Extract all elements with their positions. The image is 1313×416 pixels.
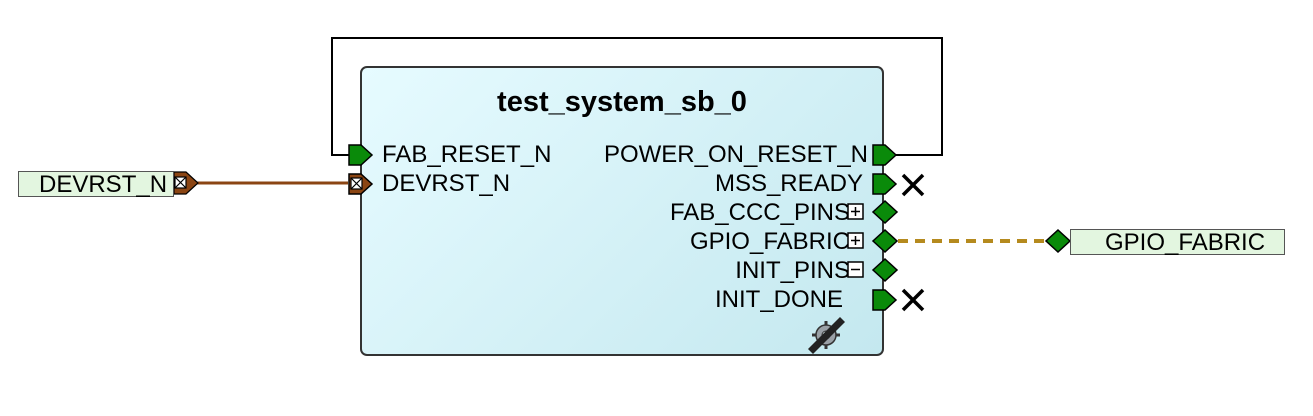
ext-port-gpio-fabric-label: GPIO_FABRIC (1105, 229, 1266, 256)
scalar-x-icon (350, 177, 363, 190)
ext-port-gpio-fabric-pin[interactable] (1044, 228, 1072, 254)
bus-expand-icon[interactable] (847, 203, 864, 220)
port-label-mss-ready: MSS_READY (714, 170, 863, 197)
unconnected-x-icon (901, 173, 925, 197)
ext-port-devrst-n-label: DEVRST_N (39, 171, 168, 198)
port-label-fab-reset-n: FAB_RESET_N (382, 141, 552, 168)
block-title: test_system_sb_0 (497, 86, 747, 118)
scalar-x-icon (174, 176, 187, 189)
unconnected-x-icon (901, 288, 925, 312)
loopback-wire[interactable] (331, 37, 943, 156)
port-label-power-on-reset-n: POWER_ON_RESET_N (603, 141, 868, 168)
bus-expand-icon[interactable] (847, 232, 864, 249)
port-label-gpio-fabric: GPIO_FABRIC (689, 228, 850, 255)
bus-collapse-icon[interactable] (847, 261, 864, 278)
port-label-init-done: INIT_DONE (714, 286, 843, 313)
wrench-gear-icon[interactable] (808, 317, 845, 354)
pin-init-pins[interactable] (871, 257, 899, 283)
port-label-devrst-n: DEVRST_N (382, 170, 511, 197)
pin-fab-ccc-pins[interactable] (871, 199, 899, 225)
ext-port-gpio-fabric[interactable]: GPIO_FABRIC (1070, 229, 1285, 256)
pin-gpio-fabric[interactable] (871, 228, 899, 254)
port-label-init-pins: INIT_PINS (735, 257, 850, 284)
pin-power-on-reset-n[interactable] (872, 144, 898, 166)
pin-fab-reset-n[interactable] (348, 144, 374, 166)
port-label-fab-ccc-pins: FAB_CCC_PINS (669, 199, 850, 226)
component-block[interactable] (360, 66, 884, 356)
ext-port-devrst-n[interactable]: DEVRST_N (18, 171, 174, 198)
pin-mss-ready[interactable] (872, 173, 898, 195)
pin-init-done[interactable] (872, 289, 898, 311)
